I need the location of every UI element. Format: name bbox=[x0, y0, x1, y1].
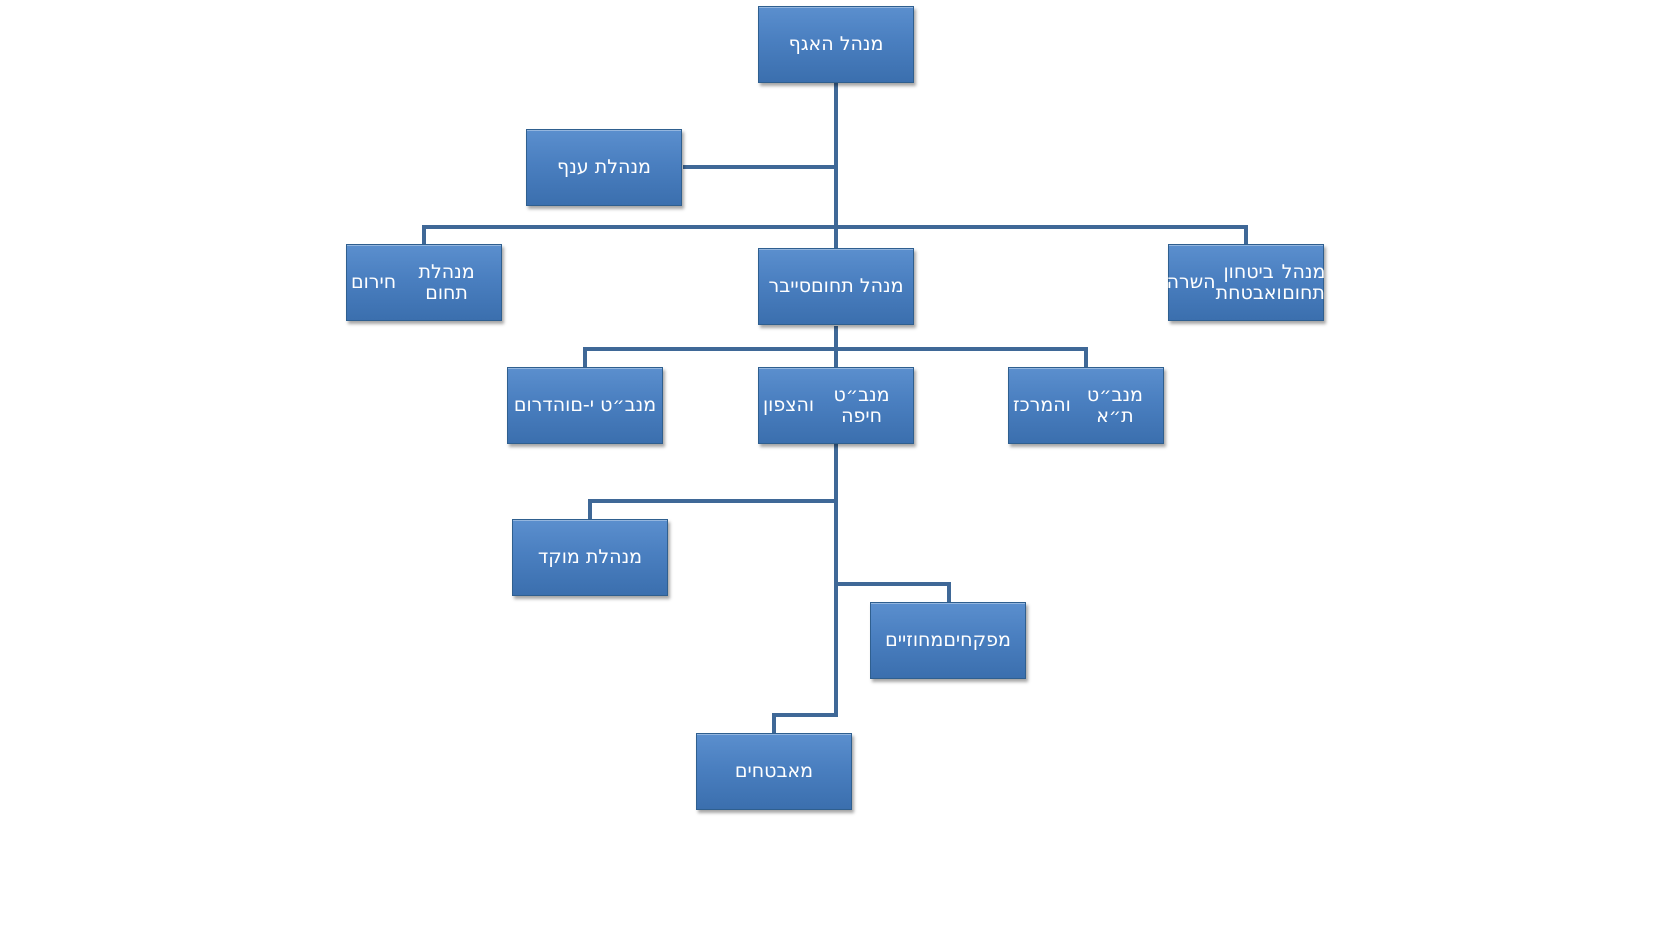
box-security: מנהל תחום ביטחון ואבטחת השרה bbox=[1166, 244, 1326, 321]
box-jerusalem-line-1: מנב״ט י-ם bbox=[570, 394, 657, 416]
box-security-line-1: מנהל תחום bbox=[1281, 260, 1326, 304]
box-branch-manager: מנהלת ענף bbox=[526, 129, 682, 206]
box-security-line-3: השרה bbox=[1166, 271, 1216, 293]
connector-haifa-trunk bbox=[772, 444, 838, 734]
box-telaviv-line-2: והמרכז bbox=[1013, 394, 1071, 416]
box-jerusalem-line-2: והדרום bbox=[513, 394, 571, 416]
box-guards-line-1: מאבטחים bbox=[734, 760, 814, 782]
box-security-line-2: ביטחון ואבטחת bbox=[1215, 260, 1282, 304]
box-district-inspectors: מפקחים מחוזיים bbox=[870, 602, 1026, 679]
box-haifa-line-2: והצפון bbox=[763, 394, 815, 416]
box-cyber: מנהל תחום סייבר bbox=[758, 248, 914, 325]
box-telaviv-line-1: מנב״ט ת״א bbox=[1086, 383, 1143, 427]
connector-district-inspectors bbox=[836, 582, 951, 603]
box-branch-manager-line-1: מנהלת ענף bbox=[557, 156, 651, 178]
box-emergency-line-1: מנהלת תחום bbox=[418, 260, 475, 304]
connector-regional-bus bbox=[583, 347, 1088, 368]
box-control-center-line-1: מנהלת מוקד bbox=[537, 546, 643, 568]
box-cyber-line-2: סייבר bbox=[768, 275, 812, 297]
box-emergency: מנהלת תחום חירום bbox=[346, 244, 502, 321]
box-head: מנהל האגף bbox=[758, 6, 914, 83]
box-district-inspectors-line-2: מחוזיים bbox=[885, 629, 944, 651]
connector-control-center bbox=[588, 499, 836, 520]
box-guards: מאבטחים bbox=[696, 733, 852, 810]
box-cyber-line-1: מנהל תחום bbox=[811, 275, 904, 297]
box-telaviv: מנב״ט ת״א והמרכז bbox=[1008, 367, 1164, 444]
box-haifa: מנב״ט חיפה והצפון bbox=[758, 367, 914, 444]
box-emergency-line-2: חירום bbox=[351, 271, 397, 293]
box-haifa-line-1: מנב״ט חיפה bbox=[833, 383, 890, 427]
box-head-line-1: מנהל האגף bbox=[788, 33, 884, 55]
box-control-center: מנהלת מוקד bbox=[512, 519, 668, 596]
box-jerusalem: מנב״ט י-ם והדרום bbox=[507, 367, 663, 444]
connector-top-bus bbox=[422, 225, 1248, 245]
box-district-inspectors-line-1: מפקחים bbox=[943, 629, 1011, 651]
